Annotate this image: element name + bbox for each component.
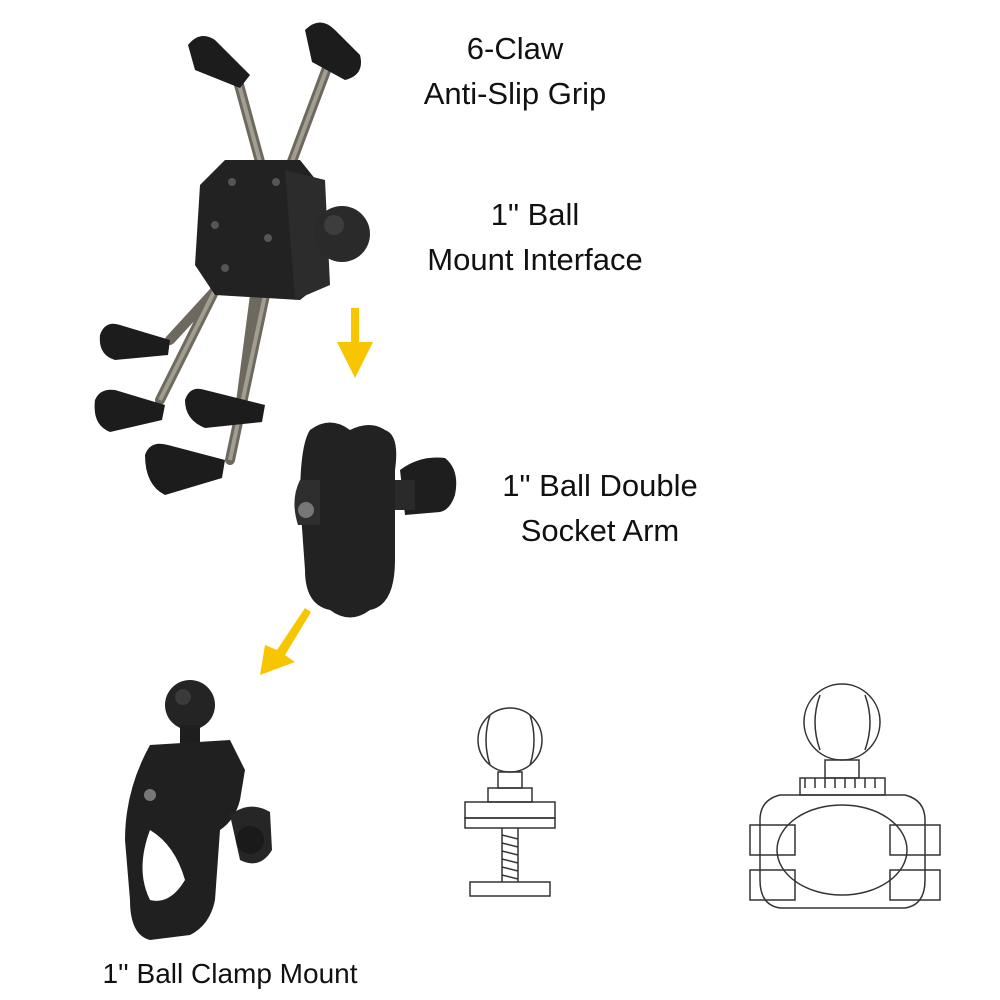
socket-arm-label-line1: 1" Ball Double bbox=[502, 468, 698, 503]
socket-arm-label-line2: Socket Arm bbox=[520, 513, 680, 548]
ball-interface-label-line1: 1" Ball bbox=[490, 197, 580, 232]
claw-grip-label-line1: 6-Claw bbox=[466, 31, 564, 66]
claw-grip-label: 6-Claw Anti-Slip Grip bbox=[390, 30, 640, 112]
clamp-mount-label: 1'' Ball Clamp Mount bbox=[80, 955, 380, 992]
ball-screw-drawing bbox=[464, 707, 556, 897]
clamp-mount-label-line1: 1'' Ball Clamp Mount bbox=[102, 958, 358, 989]
socket-arm-label: 1" Ball Double Socket Arm bbox=[475, 467, 725, 549]
ball-interface-label: 1" Ball Mount Interface bbox=[400, 196, 670, 278]
arrow-down-icon bbox=[337, 308, 373, 378]
claw-grip-label-line2: Anti-Slip Grip bbox=[423, 76, 607, 111]
arrow-down-left-icon bbox=[260, 608, 311, 675]
rail-clamp-drawing bbox=[749, 683, 941, 909]
ball-interface-label-line2: Mount Interface bbox=[427, 242, 643, 277]
